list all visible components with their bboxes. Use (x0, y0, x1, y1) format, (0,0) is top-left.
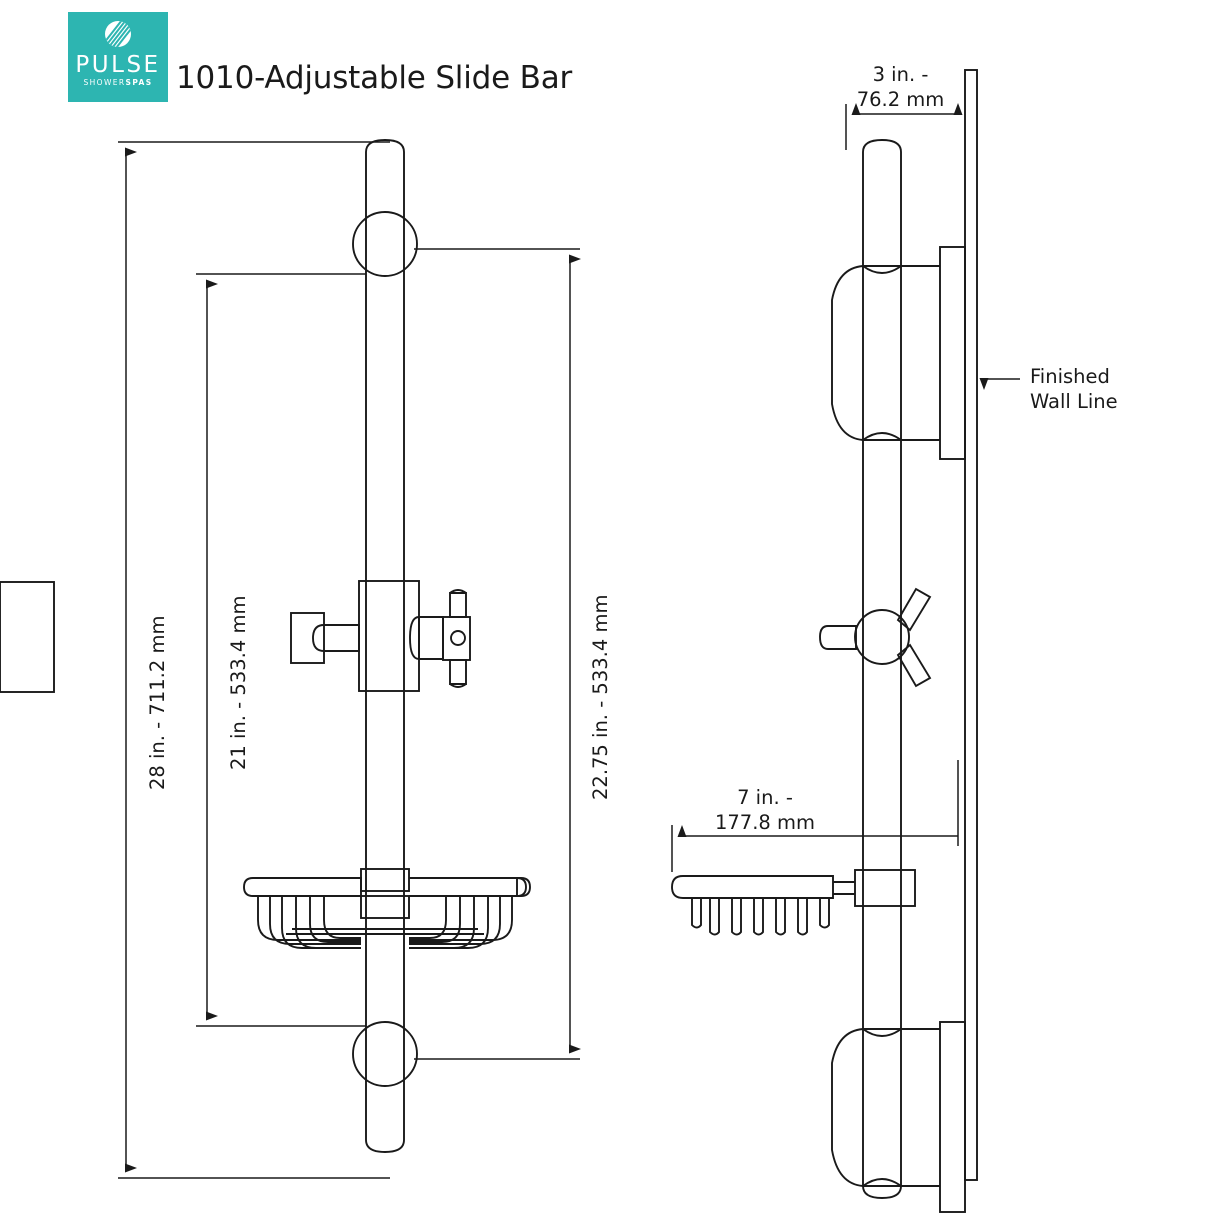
front-view-bottom-bracket (352, 1021, 418, 1087)
front-view-soap-basket (243, 868, 531, 949)
front-view-slider-assembly (290, 580, 471, 692)
dim-overall-height (118, 141, 390, 1179)
finished-wall-annotation: Finished Wall Line (1030, 364, 1118, 414)
dim-basket-projection (671, 760, 959, 872)
dim-basket-projection-line2: 177.8 mm (714, 811, 815, 834)
brand-name: PULSE (75, 52, 161, 78)
dim-basket-projection-line1: 7 in. - (737, 786, 793, 809)
brand-tagline: SHOWERSPAS (68, 78, 168, 87)
side-view-slider-assembly (0, 581, 932, 693)
finished-wall-line1: Finished (1030, 365, 1110, 388)
dim-wall-projection-line2: 76.2 mm (856, 88, 945, 111)
front-view-top-bracket (352, 211, 418, 277)
side-view-bottom-bracket (831, 1021, 966, 1213)
dim-upper-travel-label: 21 in. - 533.4 mm (227, 595, 250, 770)
showerhead-icon (105, 21, 131, 47)
side-view-finished-wall-line (964, 69, 978, 1181)
finished-wall-line2: Wall Line (1030, 390, 1118, 413)
front-view-slide-bar (365, 139, 405, 1153)
dim-bracket-spacing-label: 22.75 in. - 533.4 mm (589, 594, 612, 800)
side-view-soap-basket (671, 869, 916, 936)
page-title: 1010-Adjustable Slide Bar (176, 60, 573, 96)
dim-overall-height-label: 28 in. - 711.2 mm (146, 615, 169, 790)
dim-bracket-spacing (414, 248, 581, 1060)
dim-wall-projection-label: 3 in. - 76.2 mm (838, 62, 963, 112)
dim-wall-projection-line1: 3 in. - (872, 63, 929, 86)
brand-logo: PULSE SHOWERSPAS (68, 12, 168, 102)
dim-wall-projection (845, 103, 963, 150)
side-view-slide-bar (862, 139, 902, 1199)
dim-basket-projection-label: 7 in. - 177.8 mm (700, 785, 830, 835)
brand-tagline-spas: SPAS (125, 78, 153, 87)
dim-upper-travel (196, 273, 366, 1027)
side-view-top-bracket (831, 246, 966, 460)
brand-tagline-shower: SHOWER (83, 78, 126, 87)
